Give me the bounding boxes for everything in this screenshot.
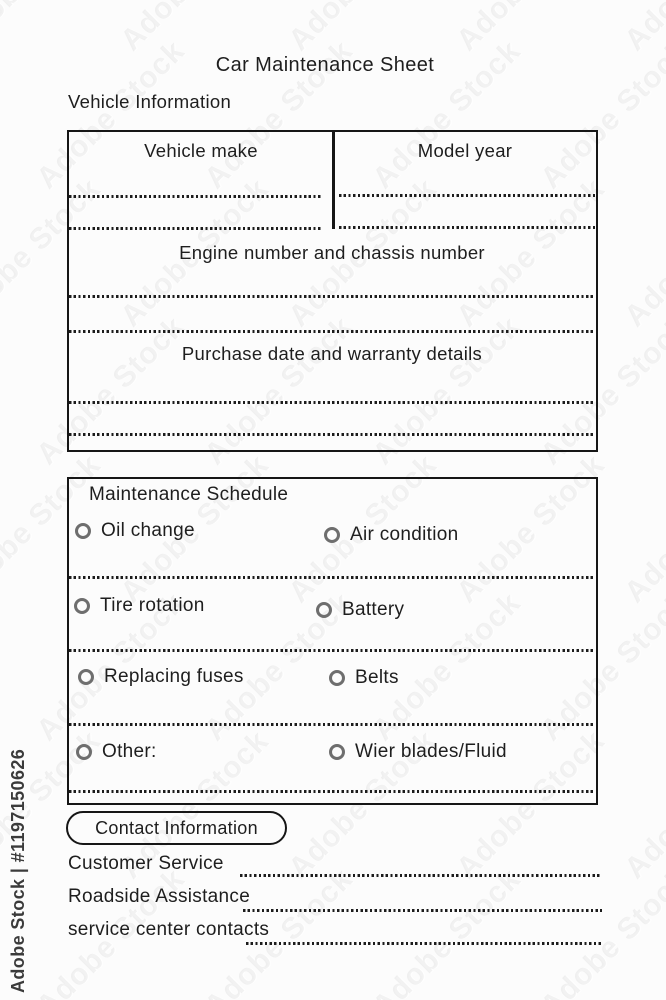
engine-chassis-fill-line[interactable] — [69, 295, 595, 298]
other-radio[interactable] — [76, 744, 92, 760]
schedule-item-label: Tire rotation — [100, 595, 205, 616]
watermark-tile: Adobe Stock — [0, 0, 108, 58]
vehicle-make-header: Vehicle make — [144, 140, 258, 161]
model-year-header: Model year — [417, 140, 513, 161]
schedule-item-belts: Belts — [329, 666, 399, 690]
purchase-warranty-header: Purchase date and warranty details — [181, 343, 483, 364]
belts-radio[interactable] — [329, 670, 345, 686]
schedule-item-label: Air condition — [350, 524, 459, 545]
schedule-item-label: Battery — [342, 599, 405, 620]
watermark-tile: Adobe Stock — [534, 862, 666, 1000]
schedule-fill-line[interactable] — [69, 649, 595, 652]
schedule-item-air-condition: Air condition — [324, 523, 458, 547]
schedule-item-label: Wier blades/Fluid — [355, 741, 507, 762]
watermark-tile: Adobe Stock — [282, 0, 443, 58]
watermark-tile: Adobe Stock — [618, 448, 666, 610]
air-condition-radio[interactable] — [324, 527, 340, 543]
schedule-item-wiper-blades-fluid: Wier blades/Fluid — [329, 740, 507, 764]
schedule-item-label: Oil change — [101, 520, 195, 541]
engine-chassis-header: Engine number and chassis number — [179, 242, 485, 263]
schedule-item-replacing-fuses: Replacing fuses — [78, 665, 244, 689]
schedule-fill-line[interactable] — [69, 576, 595, 579]
contact-information-badge: Contact Information — [66, 811, 287, 845]
oil-change-radio[interactable] — [75, 523, 91, 539]
watermark-tile: Adobe Stock — [114, 0, 275, 58]
maintenance-schedule-box: Maintenance Schedule Oil change Air cond… — [67, 477, 598, 805]
schedule-item-battery: Battery — [316, 598, 404, 622]
schedule-item-tire-rotation: Tire rotation — [74, 594, 205, 618]
purchase-warranty-fill-line[interactable] — [69, 433, 595, 436]
adobe-stock-credit: Adobe Stock | #1197150626 — [8, 748, 28, 993]
service-center-contacts-label: service center contacts — [68, 919, 270, 940]
vehicle-information-table: Vehicle make Model year Engine number an… — [67, 130, 598, 452]
column-divider — [332, 132, 335, 229]
schedule-item-oil-change: Oil change — [75, 519, 195, 543]
schedule-fill-line[interactable] — [69, 790, 595, 793]
watermark-tile: Adobe Stock — [618, 172, 666, 334]
engine-chassis-fill-line[interactable] — [69, 330, 595, 333]
watermark-tile: Adobe Stock — [618, 724, 666, 886]
customer-service-fill-line[interactable] — [240, 874, 600, 877]
watermark-tile: Adobe Stock — [450, 0, 611, 58]
roadside-assistance-label: Roadside Assistance — [68, 886, 251, 907]
model-year-fill-line[interactable] — [339, 226, 595, 229]
vehicle-information-heading: Vehicle Information — [68, 91, 232, 112]
watermark-tile: Adobe Stock — [366, 862, 528, 1000]
schedule-item-other: Other: — [76, 740, 157, 764]
vehicle-make-fill-line[interactable] — [69, 227, 323, 230]
schedule-item-label: Belts — [355, 667, 399, 688]
replacing-fuses-radio[interactable] — [78, 669, 94, 685]
wiper-blades-fluid-radio[interactable] — [329, 744, 345, 760]
roadside-assistance-fill-line[interactable] — [243, 909, 602, 912]
schedule-item-label: Replacing fuses — [104, 666, 244, 687]
service-center-contacts-fill-line[interactable] — [246, 942, 602, 945]
page-title: Car Maintenance Sheet — [215, 54, 435, 76]
watermark-tile: Adobe Stock — [618, 0, 666, 58]
maintenance-schedule-heading: Maintenance Schedule — [89, 484, 289, 505]
schedule-item-label: Other: — [102, 741, 157, 762]
battery-radio[interactable] — [316, 602, 332, 618]
contact-information-label: Contact Information — [95, 817, 258, 838]
schedule-fill-line[interactable] — [69, 723, 595, 726]
purchase-warranty-fill-line[interactable] — [69, 401, 595, 404]
vehicle-make-fill-line[interactable] — [69, 195, 323, 198]
customer-service-label: Customer Service — [68, 853, 224, 874]
tire-rotation-radio[interactable] — [74, 598, 90, 614]
model-year-fill-line[interactable] — [339, 194, 595, 197]
